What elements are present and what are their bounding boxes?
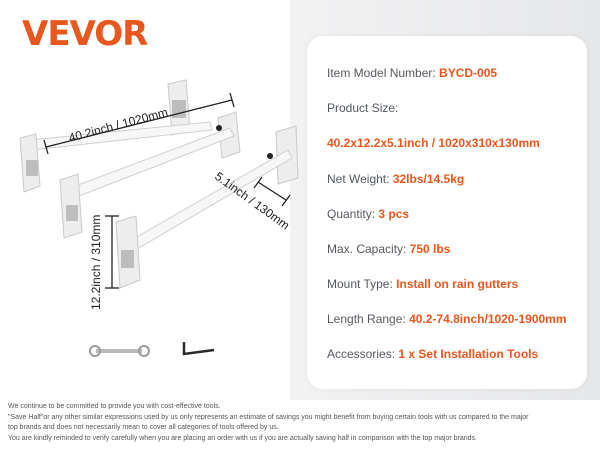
spec-accessories: Accessories: 1 x Set Installation Tools bbox=[327, 347, 538, 361]
spec-size-value: 40.2x12.2x5.1inch / 1020x310x130mm bbox=[327, 136, 540, 150]
rack-bar-middle bbox=[59, 111, 241, 239]
spec-length-value: 40.2-74.8inch/1020-1900mm bbox=[409, 312, 567, 326]
spec-quantity-value: 3 pcs bbox=[378, 207, 410, 221]
disclaimer-line-4: You are kindly reminded to verify carefu… bbox=[8, 434, 477, 442]
spec-model-value: BYCD-005 bbox=[439, 66, 498, 80]
spec-length-range: Length Range: 40.2-74.8inch/1020-1900mm bbox=[327, 312, 567, 326]
spec-capacity-label: Max. Capacity: bbox=[327, 242, 407, 256]
spec-card: Item Model Number: BYCD-005 Product Size… bbox=[307, 36, 587, 389]
spec-weight-label: Net Weight: bbox=[327, 172, 390, 186]
product-image-area bbox=[0, 0, 310, 400]
rack-bar-front bbox=[115, 125, 299, 289]
spec-accessories-value: 1 x Set Installation Tools bbox=[398, 347, 539, 361]
spec-weight: Net Weight: 32lbs/14.5kg bbox=[327, 172, 464, 186]
spec-quantity-label: Quantity: bbox=[327, 207, 376, 221]
hex-key-icon bbox=[182, 342, 215, 356]
vevor-logo: VEVOR bbox=[22, 14, 148, 54]
spec-length-label: Length Range: bbox=[327, 312, 406, 326]
disclaimer: We continue to be committed to provide y… bbox=[8, 402, 596, 444]
spec-mount-label: Mount Type: bbox=[327, 277, 393, 291]
spec-model-label: Item Model Number: bbox=[327, 66, 436, 80]
disclaimer-line-1: We continue to be committed to provide y… bbox=[8, 403, 221, 410]
spec-mount: Mount Type: Install on rain gutters bbox=[327, 277, 518, 291]
height-dimension-label: 12.2inch / 310mm bbox=[89, 215, 103, 310]
roof-rack-illustration: 40.2inch / 1020mm 5.1inch / 130mm 12.2in… bbox=[19, 79, 299, 357]
width-dimension-line bbox=[253, 176, 291, 207]
height-dimension-line bbox=[105, 215, 119, 289]
spec-quantity: Quantity: 3 pcs bbox=[327, 207, 409, 221]
spec-weight-value: 32lbs/14.5kg bbox=[392, 172, 465, 186]
length-dimension-line bbox=[43, 92, 235, 155]
spec-model: Item Model Number: BYCD-005 bbox=[327, 66, 497, 80]
rack-bar-back bbox=[19, 79, 213, 193]
spec-capacity-value: 750 lbs bbox=[409, 242, 451, 256]
spec-accessories-label: Accessories: bbox=[327, 347, 396, 361]
spec-mount-value: Install on rain gutters bbox=[396, 277, 519, 291]
disclaimer-line-3: top brands and does not necessarily mean… bbox=[8, 424, 279, 432]
wrench-icon bbox=[89, 345, 150, 357]
spec-size-label: Product Size: bbox=[327, 101, 399, 115]
spec-capacity: Max. Capacity: 750 lbs bbox=[327, 242, 450, 256]
disclaimer-line-2: "Save Half"or any other similar expressi… bbox=[8, 413, 529, 421]
